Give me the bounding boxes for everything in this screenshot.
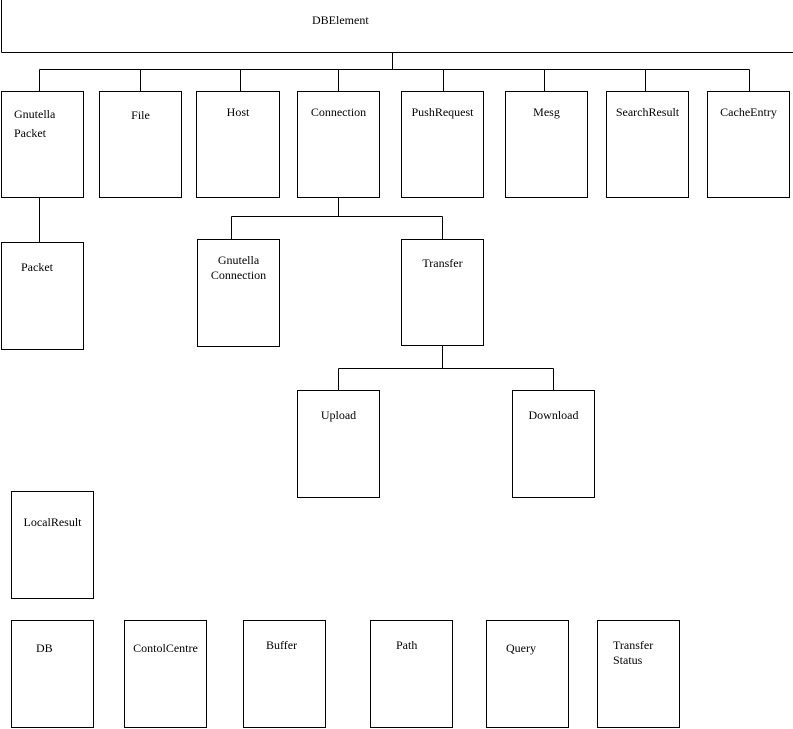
node-label: PushRequest	[411, 105, 474, 119]
node-transfer-status: Transfer Status	[597, 620, 680, 728]
node-mesg: Mesg	[505, 91, 588, 198]
node-connection: Connection	[297, 91, 380, 198]
node-gnutella-connection: Gnutella Connection	[197, 239, 280, 347]
node-label: Path	[396, 638, 418, 652]
node-label: Upload	[320, 408, 357, 422]
node-host: Host	[196, 91, 280, 198]
node-search-result: SearchResult	[606, 91, 689, 198]
node-label: Buffer	[266, 638, 298, 652]
node-label: Connection	[310, 105, 367, 119]
node-label: Gnutella Packet	[14, 107, 56, 140]
node-local-result: LocalResult	[11, 491, 94, 599]
node-packet: Packet	[1, 242, 84, 350]
node-gnutella-packet: Gnutella Packet	[1, 91, 84, 198]
node-label: File	[131, 108, 150, 122]
node-control-centre: ContolCentre	[124, 620, 207, 728]
node-label: ContolCentre	[133, 641, 198, 655]
node-label: Download	[528, 408, 579, 422]
node-query: Query	[486, 620, 569, 728]
root-label-dbelement: DBElement	[312, 13, 369, 27]
node-label: LocalResult	[23, 515, 82, 529]
node-cache-entry: CacheEntry	[707, 91, 790, 198]
node-label: SearchResult	[615, 105, 680, 119]
node-path: Path	[370, 620, 453, 728]
node-label: Transfer Status	[613, 638, 654, 667]
node-label: Transfer	[422, 256, 463, 270]
node-label: Mesg	[533, 105, 560, 119]
node-label: Host	[226, 105, 250, 119]
node-file: File	[99, 91, 182, 198]
node-label: Query	[506, 641, 536, 655]
node-buffer: Buffer	[243, 620, 326, 728]
node-label: CacheEntry	[720, 105, 777, 119]
node-label: Gnutella Connection	[210, 253, 267, 282]
node-db: DB	[11, 620, 94, 728]
node-transfer: Transfer	[401, 239, 484, 346]
node-label: DB	[36, 641, 53, 655]
node-push-request: PushRequest	[401, 91, 484, 198]
node-upload: Upload	[297, 390, 380, 498]
node-download: Download	[512, 390, 595, 498]
node-label: Packet	[21, 260, 53, 274]
